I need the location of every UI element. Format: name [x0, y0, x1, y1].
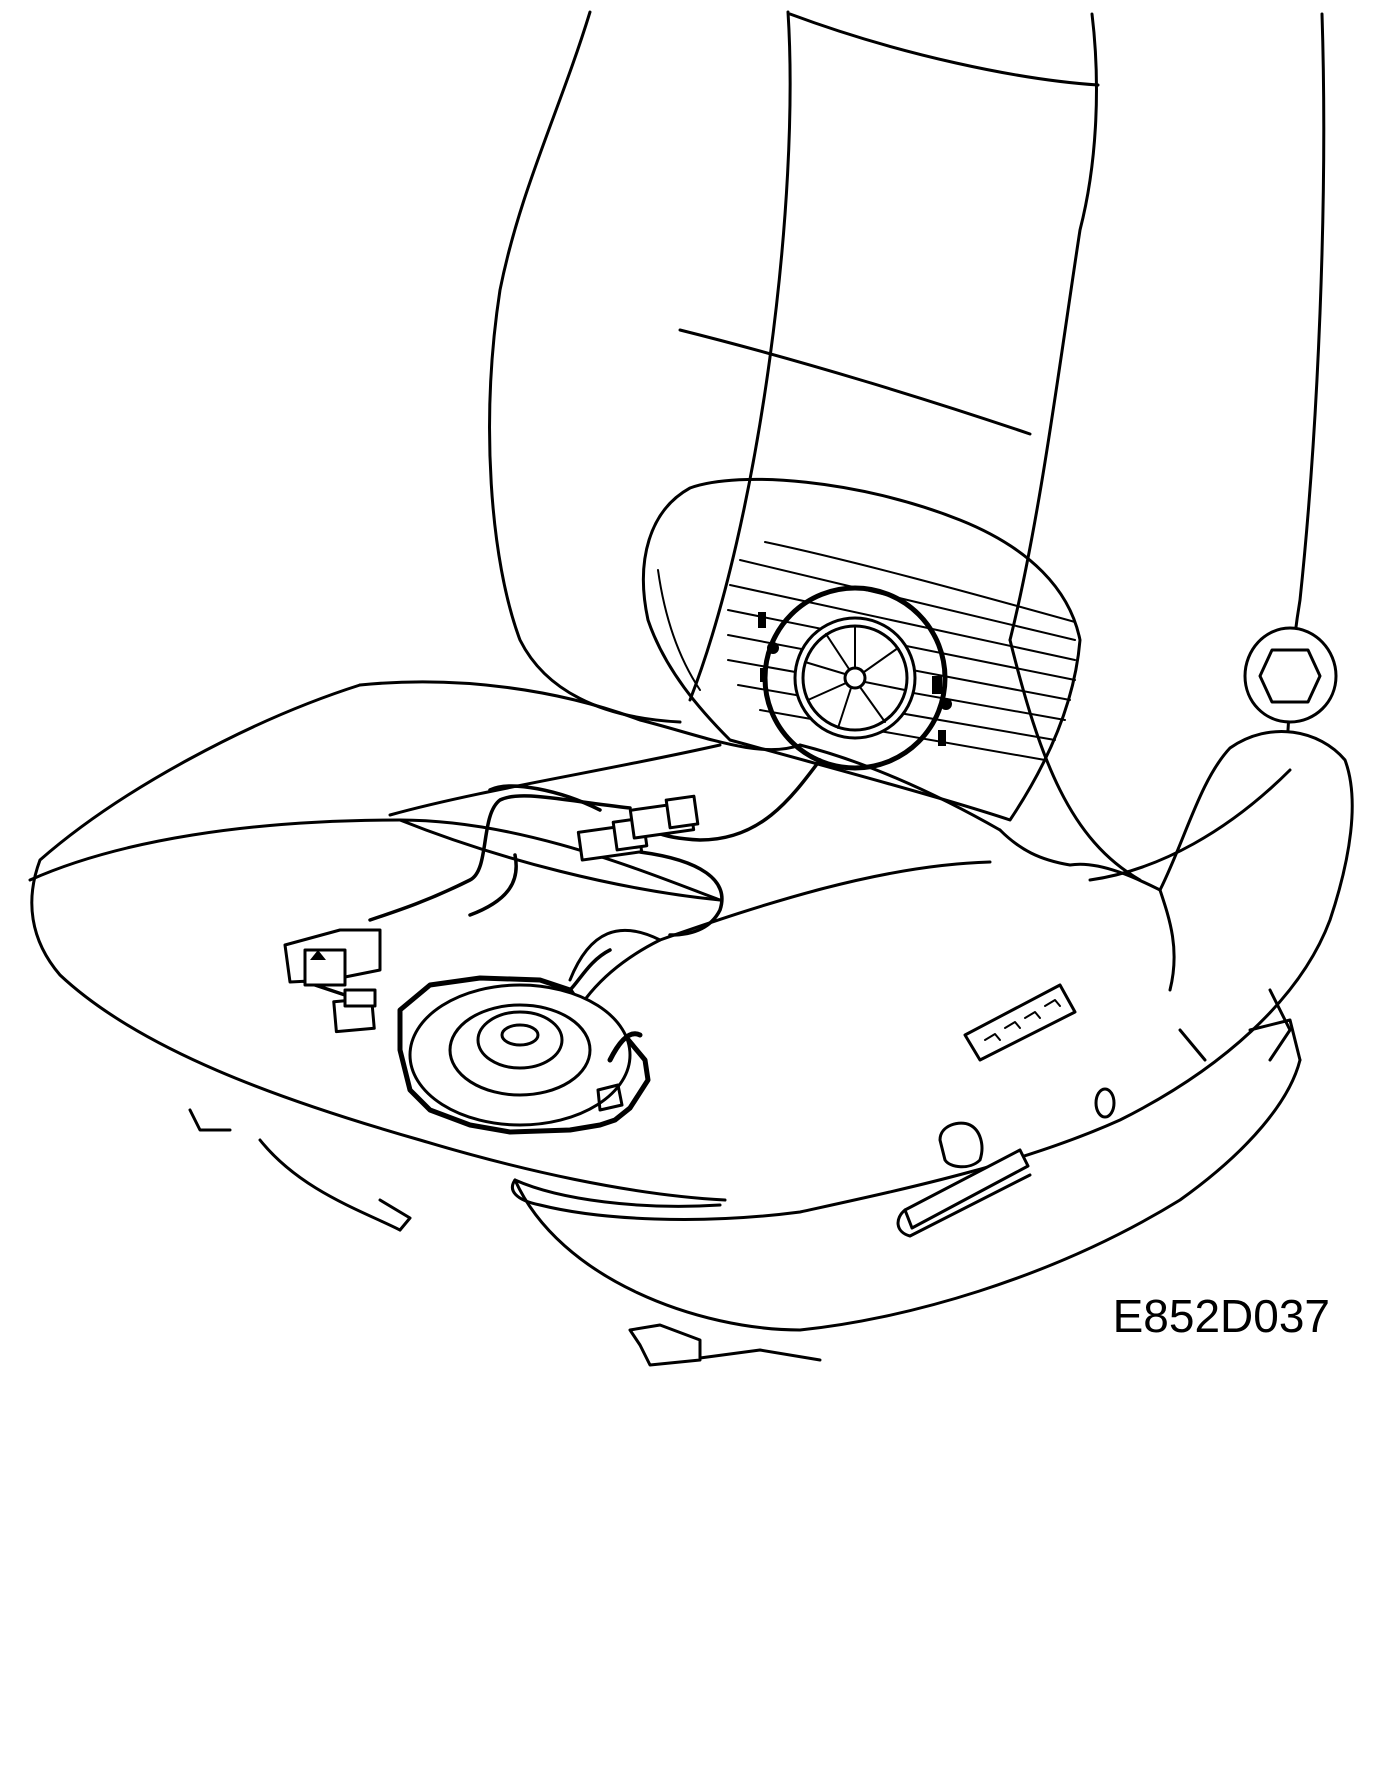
side-trim-panel: [510, 729, 1354, 1332]
figure-code: E852D037: [1113, 1290, 1330, 1342]
harness-connectors: [283, 794, 700, 1034]
recliner-knob: [1243, 626, 1338, 724]
seat-adjuster-controls: [896, 983, 1116, 1238]
lumbar-fan-icon: [758, 585, 952, 771]
seat-back: [488, 10, 1326, 882]
cushion-blower-icon: [397, 975, 651, 1135]
seat-cushion: [28, 680, 1162, 1202]
seat-frame: [188, 1018, 1302, 1367]
